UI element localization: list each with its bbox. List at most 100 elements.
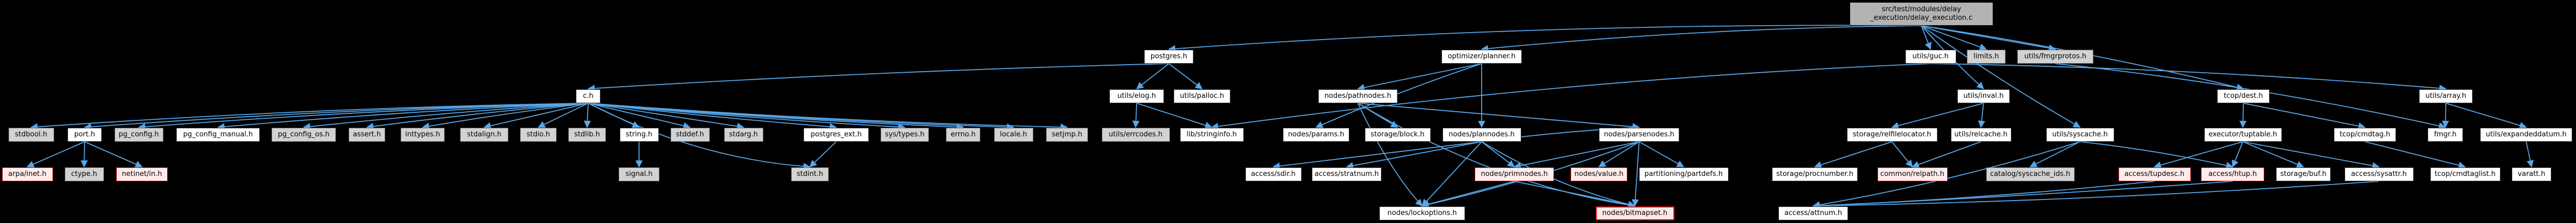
- node-arpa_inet[interactable]: arpa/inet.h: [2, 167, 53, 181]
- node-buf[interactable]: storage/buf.h: [2276, 167, 2331, 181]
- node-relpath[interactable]: common/relpath.h: [1877, 167, 1948, 181]
- node-c[interactable]: c.h: [576, 89, 600, 103]
- node-postgres[interactable]: postgres.h: [1144, 50, 1193, 64]
- include-edge-c-to-postgres_ext: [588, 103, 837, 130]
- include-edge-relcache-to-relpath: [1911, 141, 1981, 168]
- include-edge-tupdesc-to-attnum: [1812, 181, 2155, 210]
- node-netinet_in[interactable]: netinet/in.h: [116, 167, 168, 181]
- include-edge-pathnodes-to-parsenodes: [1357, 103, 1640, 130]
- node-block[interactable]: storage/block.h: [1364, 128, 1431, 142]
- node-pathnodes[interactable]: nodes/pathnodes.h: [1318, 89, 1398, 103]
- include-edge-root-to-planner: [1481, 25, 1922, 52]
- node-syscache[interactable]: utils/syscache.h: [2046, 128, 2114, 142]
- node-parsenodes[interactable]: nodes/parsenodes.h: [1599, 128, 1679, 142]
- node-syscache_ids: catalog/syscache_ids.h: [1986, 167, 2075, 181]
- node-dest[interactable]: tcop/dest.h: [2217, 89, 2270, 103]
- node-root: src/test/modules/delay _execution/delay_…: [1850, 2, 1993, 26]
- include-edge-array-to-fmgr: [2442, 103, 2450, 128]
- include-edge-c-to-pg_config_os: [303, 103, 589, 130]
- include-edge-port-to-arpa_inet: [26, 141, 85, 168]
- node-stringinfo[interactable]: lib/stringinfo.h: [1180, 128, 1244, 142]
- node-planner[interactable]: optimizer/planner.h: [1441, 50, 1522, 64]
- include-edge-planner-to-params: [1315, 63, 1482, 128]
- node-stdint: stdint.h: [791, 167, 829, 181]
- include-edge-root-to-postgres: [1168, 25, 1922, 52]
- node-limits: limits.h: [1967, 50, 2006, 64]
- node-sys_types: sys/types.h: [881, 128, 929, 142]
- include-edge-primnodes-to-lockoptions: [1421, 181, 1515, 208]
- node-stdarg: stdarg.h: [724, 128, 763, 142]
- node-procnumber[interactable]: storage/procnumber.h: [1772, 167, 1858, 181]
- node-stddef: stddef.h: [670, 128, 710, 142]
- include-edge-tuptable-to-buf: [2242, 141, 2304, 168]
- include-edge-c-to-setjmp: [588, 103, 1068, 131]
- node-fmgrprotos: utils/fmgrprotos.h: [2017, 50, 2093, 64]
- node-attnum[interactable]: access/attnum.h: [1778, 206, 1848, 220]
- include-edge-postgres-to-palloc: [1168, 63, 1203, 89]
- node-relfilelocator[interactable]: storage/relfilelocator.h: [1846, 128, 1937, 142]
- node-postgres_ext[interactable]: postgres_ext.h: [803, 128, 869, 142]
- node-string[interactable]: string.h: [619, 128, 659, 142]
- include-edge-parsenodes-to-primnodes: [1513, 141, 1640, 170]
- node-cmdtag[interactable]: tcop/cmdtag.h: [2334, 128, 2396, 142]
- node-errno: errno.h: [946, 128, 980, 142]
- include-edge-plannodes-to-lockoptions: [1422, 141, 1482, 206]
- node-bitmapset[interactable]: nodes/bitmapset.h: [1595, 206, 1674, 220]
- include-edge-inval-to-relcache: [1978, 103, 1986, 128]
- node-pg_config_os: pg_config_os.h: [272, 128, 336, 142]
- include-edge-elog-to-errcodes: [1132, 103, 1140, 128]
- node-expandeddatum[interactable]: utils/expandeddatum.h: [2480, 128, 2572, 142]
- include-edge-postgres-to-elog: [1136, 63, 1169, 89]
- include-edge-guc-to-array: [1930, 63, 2447, 92]
- node-sysattr[interactable]: access/sysattr.h: [2344, 167, 2414, 181]
- include-edge-elog-to-stringinfo: [1136, 103, 1213, 129]
- node-palloc[interactable]: utils/palloc.h: [1174, 89, 1230, 103]
- include-edge-tuptable-to-tupdesc: [2153, 141, 2243, 169]
- node-port[interactable]: port.h: [67, 128, 102, 142]
- node-lockoptions[interactable]: nodes/lockoptions.h: [1379, 206, 1465, 220]
- node-fmgr[interactable]: fmgr.h: [2428, 128, 2463, 142]
- include-edge-relfilelocator-to-relpath: [1891, 141, 1913, 168]
- node-pg_config_manual[interactable]: pg_config_manual.h: [176, 128, 260, 142]
- include-edge-plannodes-to-bitmapset: [1481, 141, 1636, 208]
- node-array[interactable]: utils/array.h: [2419, 89, 2473, 103]
- include-edge-c-to-inttypes: [422, 103, 589, 130]
- include-edge-pathnodes-to-lockoptions: [1357, 103, 1423, 206]
- include-edge-parsenodes-to-value: [1598, 141, 1640, 167]
- include-edge-postgres_ext-to-stdint: [809, 141, 837, 167]
- node-varatt[interactable]: varatt.h: [2512, 167, 2551, 181]
- node-plannodes[interactable]: nodes/plannodes.h: [1442, 128, 1521, 142]
- include-edge-syscache-to-htup: [2079, 141, 2234, 169]
- node-errcodes: utils/errcodes.h: [1101, 128, 1170, 142]
- node-params[interactable]: nodes/params.h: [1283, 128, 1349, 142]
- node-partdefs[interactable]: partitioning/partdefs.h: [1639, 167, 1729, 181]
- node-inval[interactable]: utils/inval.h: [1957, 89, 2010, 103]
- include-edge-planner-to-pathnodes: [1357, 63, 1482, 91]
- include-edge-c-to-port: [84, 103, 589, 130]
- node-relcache[interactable]: utils/relcache.h: [1950, 128, 2011, 142]
- node-elog[interactable]: utils/elog.h: [1109, 89, 1164, 103]
- node-sdir[interactable]: access/sdir.h: [1245, 167, 1302, 181]
- include-edge-guc-to-stringinfo: [1211, 63, 1931, 130]
- include-edge-parsenodes-to-partdefs: [1639, 141, 1685, 167]
- node-guc[interactable]: utils/guc.h: [1905, 50, 1956, 64]
- node-htup[interactable]: access/htup.h: [2201, 167, 2264, 181]
- node-inttypes: inttypes.h: [401, 128, 445, 142]
- include-edge-postgres-to-c: [587, 63, 1169, 92]
- node-primnodes[interactable]: nodes/primnodes.h: [1475, 167, 1554, 181]
- node-stdlib: stdlib.h: [568, 128, 606, 142]
- node-value[interactable]: nodes/value.h: [1571, 167, 1627, 181]
- node-signal: signal.h: [619, 167, 659, 181]
- node-cmdtaglist[interactable]: tcop/cmdtaglist.h: [2430, 167, 2500, 181]
- node-stratnum[interactable]: access/stratnum.h: [1312, 167, 1381, 181]
- include-edge-inval-to-relfilelocator: [1891, 103, 1984, 129]
- node-tuptable[interactable]: executor/tuptable.h: [2204, 128, 2282, 142]
- include-edge-root-to-syscache: [1921, 25, 2081, 128]
- include-edge-port-to-ctype: [80, 141, 88, 168]
- include-edge-c-to-stdlib: [583, 103, 591, 128]
- node-tupdesc[interactable]: access/tupdesc.h: [2118, 167, 2191, 181]
- node-ctype: ctype.h: [64, 167, 104, 181]
- include-edge-dest-to-cmdtag: [2243, 103, 2366, 130]
- include-edge-htup-to-attnum: [1812, 181, 2233, 210]
